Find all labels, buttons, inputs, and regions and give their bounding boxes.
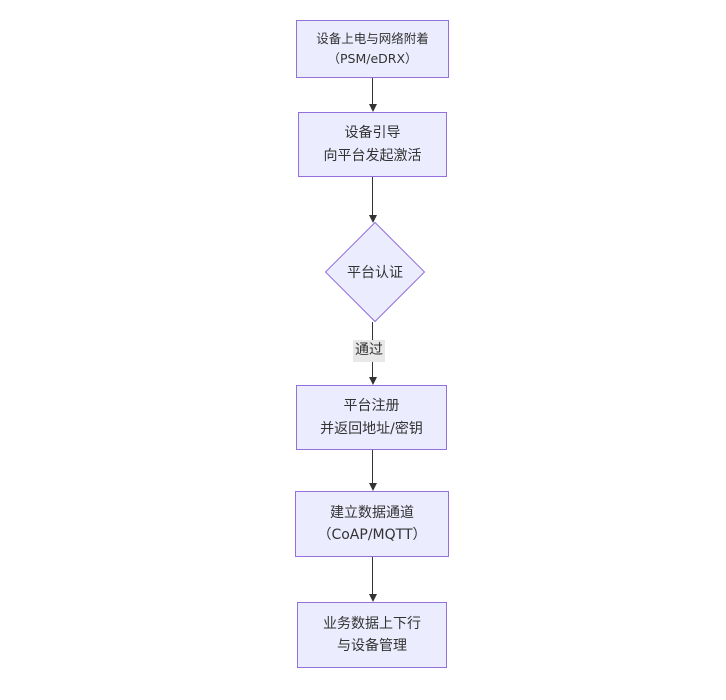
node-power-attach: 设备上电与网络附着 （PSM/eDRX） [296, 20, 449, 78]
node-text-line: 平台注册 [343, 398, 400, 415]
node-text-line: 设备上电与网络附着 [316, 31, 429, 46]
node-text-line: 与设备管理 [337, 638, 407, 654]
arrow-line [372, 557, 373, 594]
node-text-line: 设备引导 [344, 125, 401, 142]
node-data-channel: 建立数据通道 （CoAP/MQTT） [295, 491, 449, 557]
arrow-5 [368, 557, 377, 602]
arrow-line [372, 78, 373, 104]
node-platform-auth: 平台认证 [323, 221, 427, 323]
arrow-4 [368, 450, 377, 491]
node-text-line: 向平台发起激活 [323, 147, 422, 164]
edge-label-pass: 通过 [353, 340, 385, 362]
arrowhead-icon [368, 215, 377, 223]
arrow-line [372, 450, 373, 483]
arrowhead-icon [368, 104, 377, 112]
node-business-data: 业务数据上下行 与设备管理 [297, 602, 447, 668]
node-text-line: 业务数据上下行 [323, 615, 421, 632]
node-text-line: （PSM/eDRX） [327, 51, 418, 66]
arrow-1 [368, 78, 377, 112]
node-text-line: 平台认证 [347, 265, 403, 281]
arrow-line [372, 177, 373, 215]
arrowhead-icon [368, 377, 377, 385]
node-bootstrap-activate: 设备引导 向平台发起激活 [298, 112, 447, 177]
arrowhead-icon [368, 483, 377, 491]
arrowhead-icon [368, 594, 377, 602]
node-text-line: 建立数据通道 [330, 504, 414, 521]
node-text-line: 并返回地址/密钥 [320, 420, 423, 437]
node-platform-register: 平台注册 并返回地址/密钥 [296, 385, 447, 450]
node-text-line: （CoAP/MQTT） [317, 527, 427, 543]
arrow-2 [368, 177, 377, 223]
